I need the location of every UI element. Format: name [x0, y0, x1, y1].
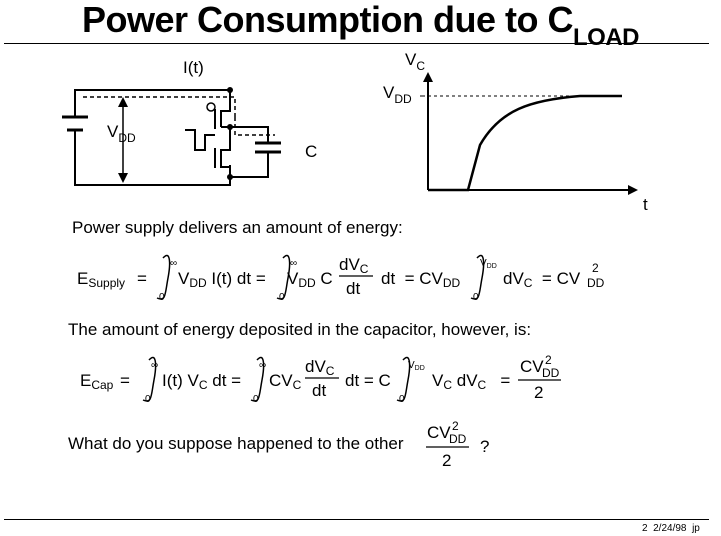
svg-text:CV: CV	[520, 357, 544, 376]
svg-text:?: ?	[480, 437, 489, 456]
svg-text:VDD: VDD	[408, 360, 425, 372]
graph-vdd-label: VDD	[383, 83, 412, 106]
capacitor-label: C	[305, 142, 317, 161]
graph-x-label: t	[643, 195, 648, 214]
current-label: I(t)	[183, 58, 204, 77]
svg-text:DD: DD	[449, 432, 467, 446]
svg-text:ESupply: ESupply	[77, 269, 125, 290]
svg-text:I(t) VC dt =: I(t) VC dt =	[162, 371, 241, 392]
footer-date: 2/24/98	[653, 523, 687, 534]
question-fraction: CV 2 DD 2 ?	[426, 419, 489, 470]
svg-text:0: 0	[159, 292, 165, 303]
footer-rule	[4, 519, 709, 520]
svg-text:dVC: dVC	[339, 255, 369, 276]
svg-text:0: 0	[145, 394, 151, 405]
page-number: 2	[642, 523, 648, 534]
svg-text:dt = C: dt = C	[345, 371, 391, 390]
svg-text:VDD: VDD	[480, 258, 497, 270]
svg-text:ECap: ECap	[80, 371, 114, 392]
svg-text:0: 0	[473, 292, 479, 303]
svg-text:CVC: CVC	[269, 371, 302, 392]
svg-text:2: 2	[545, 353, 552, 367]
svg-text:∞: ∞	[290, 258, 297, 269]
svg-text:dt: dt	[346, 279, 360, 298]
svg-text:VDD C: VDD C	[287, 269, 333, 290]
supply-energy-equation: ESupply = ∞ 0 VDD I(t) dt = ∞ 0 VDD C dV…	[77, 254, 605, 303]
footer-initials: jp	[692, 523, 700, 534]
svg-text:VDD I(t) dt =: VDD I(t) dt =	[178, 269, 266, 290]
capacitor-energy-equation: ECap = ∞ 0 I(t) VC dt = ∞ 0 CVC dVC dt d…	[80, 353, 561, 405]
circuit-diagram: I(t) VDD C	[62, 58, 317, 186]
title-main: Power Consumption due to C	[82, 0, 573, 40]
svg-text:∞: ∞	[259, 360, 266, 371]
svg-text:dVC: dVC	[305, 357, 335, 378]
capacitor-intro-text: The amount of energy deposited in the ca…	[68, 320, 532, 339]
svg-text:dVC = CV: dVC = CV	[503, 269, 581, 290]
title-rule	[4, 43, 709, 44]
svg-text:0: 0	[279, 292, 285, 303]
footer: 2 2/24/98 jp	[642, 523, 700, 534]
graph-y-label: VC	[405, 50, 425, 73]
svg-text:0: 0	[399, 394, 405, 405]
vdd-label: VDD	[107, 122, 136, 145]
svg-text:=: =	[120, 371, 130, 390]
svg-text:2: 2	[452, 419, 459, 433]
svg-text:2: 2	[442, 451, 451, 470]
svg-text:dt: dt	[312, 381, 326, 400]
page-title: Power Consumption due to CLOAD	[0, 0, 721, 51]
svg-text:=: =	[137, 269, 147, 288]
svg-text:2: 2	[592, 261, 599, 275]
svg-text:∞: ∞	[170, 258, 177, 269]
svg-text:dt = CVDD: dt = CVDD	[381, 269, 461, 290]
title-subscript: LOAD	[572, 24, 640, 51]
svg-text:0: 0	[253, 394, 259, 405]
svg-text:CV: CV	[427, 423, 451, 442]
supply-intro-text: Power supply delivers an amount of energ…	[72, 218, 403, 237]
svg-text:DD: DD	[542, 366, 560, 380]
svg-text:∞: ∞	[151, 360, 158, 371]
svg-text:DD: DD	[587, 276, 605, 290]
svg-text:VC dVC =: VC dVC =	[432, 371, 510, 392]
question-text: What do you suppose happened to the othe…	[68, 434, 404, 453]
svg-text:2: 2	[534, 383, 543, 402]
voltage-graph: VC VDD t	[383, 50, 648, 214]
